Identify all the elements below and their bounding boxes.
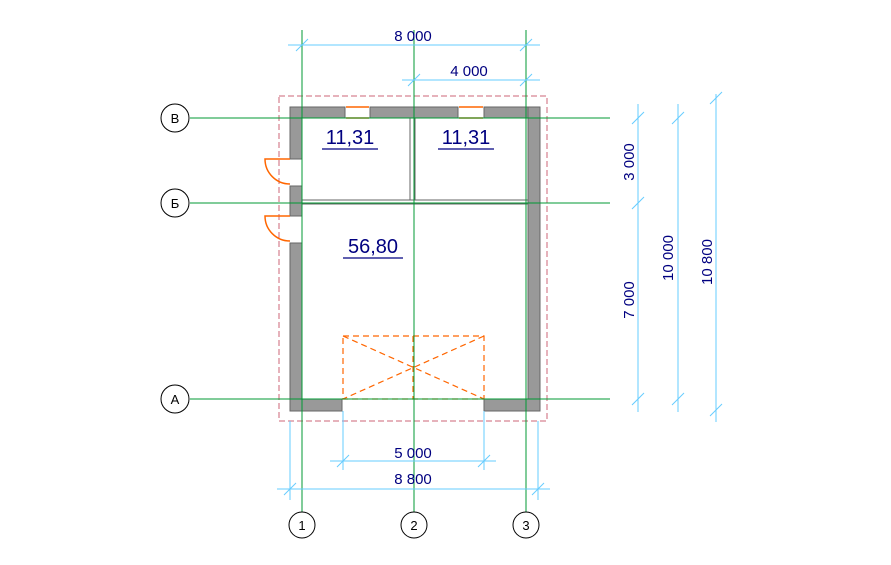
axis-label-2: 2 — [410, 518, 417, 533]
axis-marker-1 — [288, 511, 316, 539]
column-axis-markers — [288, 511, 540, 539]
wall-left-upper — [289, 106, 303, 160]
dim-tick-right-outer-top — [709, 91, 723, 105]
dim-tick-right-chain-top — [631, 111, 645, 125]
wall-left-lower — [289, 242, 303, 412]
wall-left-middle — [289, 185, 303, 217]
dim-tick-right-middle-bot — [671, 392, 685, 406]
axis-lines — [190, 30, 610, 512]
axis-label-b: Б — [171, 196, 180, 211]
axis-marker-3 — [512, 511, 540, 539]
axis-label-1: 1 — [298, 518, 305, 533]
door-upper-swing — [264, 158, 291, 185]
axis-marker-b — [160, 188, 190, 218]
dim-top-total-label: 8 000 — [394, 28, 432, 45]
outer-dashed-outline — [278, 95, 548, 422]
dim-tick-top-total-l — [295, 38, 309, 52]
walls — [289, 106, 541, 412]
dim-right-top-label: 3 000 — [621, 143, 638, 181]
dim-bottom-total-label: 8 800 — [394, 471, 432, 488]
axis-marker-2 — [400, 511, 428, 539]
dim-right-bottom-label: 7 000 — [621, 281, 638, 319]
door-lower-swing — [264, 215, 291, 242]
axis-marker-v — [160, 103, 190, 133]
wall-bottom-right — [483, 398, 541, 412]
dim-bottom-inner-label: 5 000 — [394, 445, 432, 462]
axis-marker-a — [160, 384, 190, 414]
room-area-label-3: 56,80 — [348, 236, 398, 258]
axis-label-a: А — [171, 392, 180, 407]
garage-door-cross-right — [342, 335, 485, 400]
room-area-label-1: 11,31 — [326, 127, 375, 149]
dim-tick-right-middle-top — [671, 111, 685, 125]
doors — [264, 158, 291, 242]
dim-right-middle-label: 10 000 — [660, 235, 677, 281]
dim-right-outer-label: 10 800 — [699, 239, 716, 285]
dim-tick-top-right-l — [407, 73, 421, 87]
dim-tick-top-total-r — [519, 38, 533, 52]
dim-tick-right-outer-bot — [709, 403, 723, 417]
dimension-lines — [277, 38, 723, 500]
axis-label-3: 3 — [522, 518, 529, 533]
dim-tick-right-chain-mid — [631, 196, 645, 210]
row-axis-markers — [160, 103, 190, 414]
axis-label-v: В — [171, 111, 180, 126]
dim-tick-right-chain-bot — [631, 392, 645, 406]
wall-right — [527, 106, 541, 412]
partitions — [302, 118, 528, 205]
dim-tick-top-right-r — [519, 73, 533, 87]
dim-top-right-label: 4 000 — [450, 63, 488, 80]
wall-bottom-left — [289, 398, 343, 412]
room-area-label-2: 11,31 — [442, 127, 491, 149]
garage-door-cross-left — [342, 335, 485, 400]
